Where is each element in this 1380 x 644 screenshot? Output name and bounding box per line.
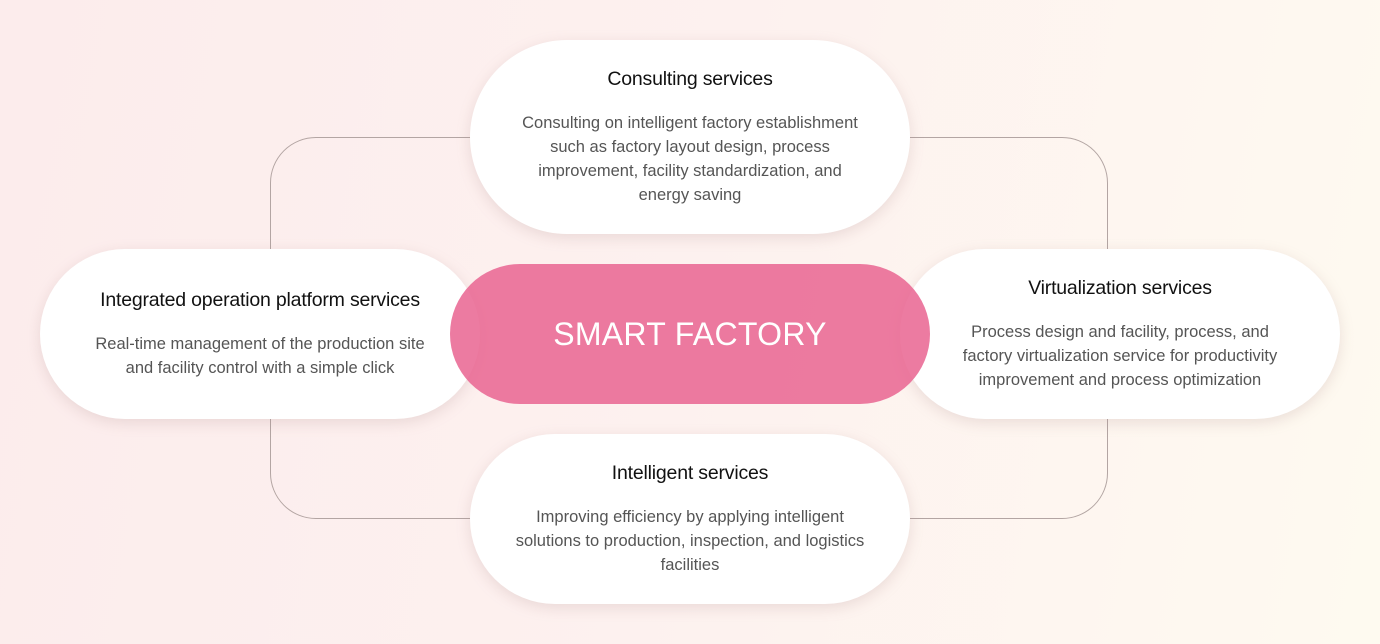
smart-factory-hub: SMART FACTORY bbox=[450, 264, 930, 404]
smart-factory-label: SMART FACTORY bbox=[553, 315, 827, 352]
integrated-platform-services-description: Real-time management of the production s… bbox=[95, 334, 425, 377]
virtualization-services-description: Process design and facility, process, an… bbox=[962, 322, 1278, 389]
consulting-services-card: Consulting services Consulting on intell… bbox=[470, 40, 910, 234]
intelligent-services-title: Intelligent services bbox=[611, 461, 769, 484]
intelligent-services-description: Improving efficiency by applying intelli… bbox=[515, 507, 865, 574]
integrated-platform-services-card: Integrated operation platform services R… bbox=[40, 249, 480, 419]
consulting-services-description: Consulting on intelligent factory establ… bbox=[522, 113, 858, 204]
integrated-platform-services-title: Integrated operation platform services bbox=[100, 288, 420, 311]
intelligent-services-card: Intelligent services Improving efficienc… bbox=[470, 434, 910, 604]
consulting-services-title: Consulting services bbox=[607, 67, 773, 90]
virtualization-services-title: Virtualization services bbox=[1028, 276, 1212, 299]
virtualization-services-card: Virtualization services Process design a… bbox=[900, 249, 1340, 419]
